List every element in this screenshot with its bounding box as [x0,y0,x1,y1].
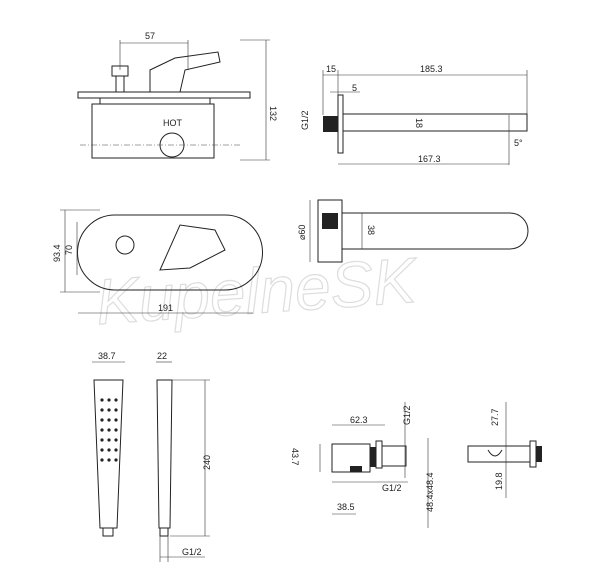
dim-diameter-60: ⌀60 [297,225,307,240]
watermark: KupelneSK [94,244,422,338]
dim-132: 132 [268,106,278,121]
wall-outlet-view: 62.3 G1/2 43.7 G1/2 38.5 48.4x48.4 [290,402,435,528]
dim-38-7: 38.7 [98,351,116,361]
dim-22: 22 [157,351,167,361]
dim-g12: G1/2 [300,110,310,130]
dim-38: 38 [366,225,376,235]
dim-bottom-g12: G1/2 [382,483,402,493]
spout-side-view: 15 185.3 5 G1/2 18 5° 167.3 [300,64,528,165]
dim-18: 18 [414,118,424,128]
dim-57: 57 [145,31,155,41]
dim-angle: 5° [514,138,523,148]
dim-191: 191 [158,303,173,313]
spray-nozzles [100,398,118,462]
dim-240: 240 [202,455,212,470]
dim-38-5: 38.5 [337,502,355,512]
dim-19-8: 19.8 [494,472,504,490]
spout-front-view: ⌀60 38 [297,199,529,263]
dim-27-7: 27.7 [490,408,500,426]
dim-43-7: 43.7 [290,448,300,466]
dim-48x48: 48.4x48.4 [425,472,435,512]
label-hot: HOT [163,118,183,128]
dim-167-3: 167.3 [418,154,441,164]
hand-shower-views: 38.7 22 240 G1/2 [92,351,212,562]
mixer-front-view: 93.4 70 191 [52,209,263,314]
dim-70: 70 [64,245,74,255]
mixer-side-view: 57 HOT 132 [77,31,278,161]
dim-5: 5 [352,83,357,93]
dim-top-g12: G1/2 [402,405,412,425]
dim-62-3: 62.3 [350,415,368,425]
dim-15: 15 [326,64,336,74]
dim-93-4: 93.4 [52,244,62,262]
dim-185-3: 185.3 [420,64,443,74]
shower-holder-view: 27.7 19.8 [467,402,542,498]
dim-hand-g12: G1/2 [182,547,202,557]
